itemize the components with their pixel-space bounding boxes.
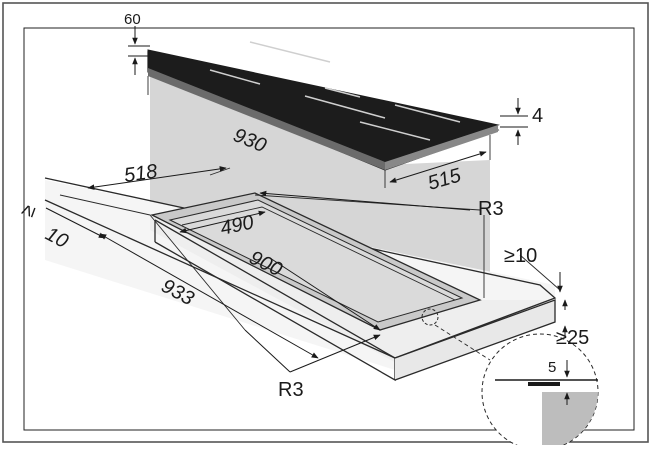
label-cutout-depth: 518: [123, 161, 159, 187]
label-worktop-thickness: ≥25: [556, 327, 589, 349]
label-detail-dim: 5: [548, 359, 556, 376]
label-top-gap: 60: [124, 11, 141, 28]
edge-detail: [421, 308, 599, 450]
dimension-lines: [45, 26, 568, 373]
label-radius-top: R3: [478, 198, 504, 220]
label-rear-clearance: ≥10: [504, 245, 537, 267]
label-radius-bottom: R3: [278, 379, 304, 401]
inner-frame: [23, 27, 635, 431]
label-glass-thickness: 4: [532, 105, 543, 127]
hob: [147, 41, 500, 171]
